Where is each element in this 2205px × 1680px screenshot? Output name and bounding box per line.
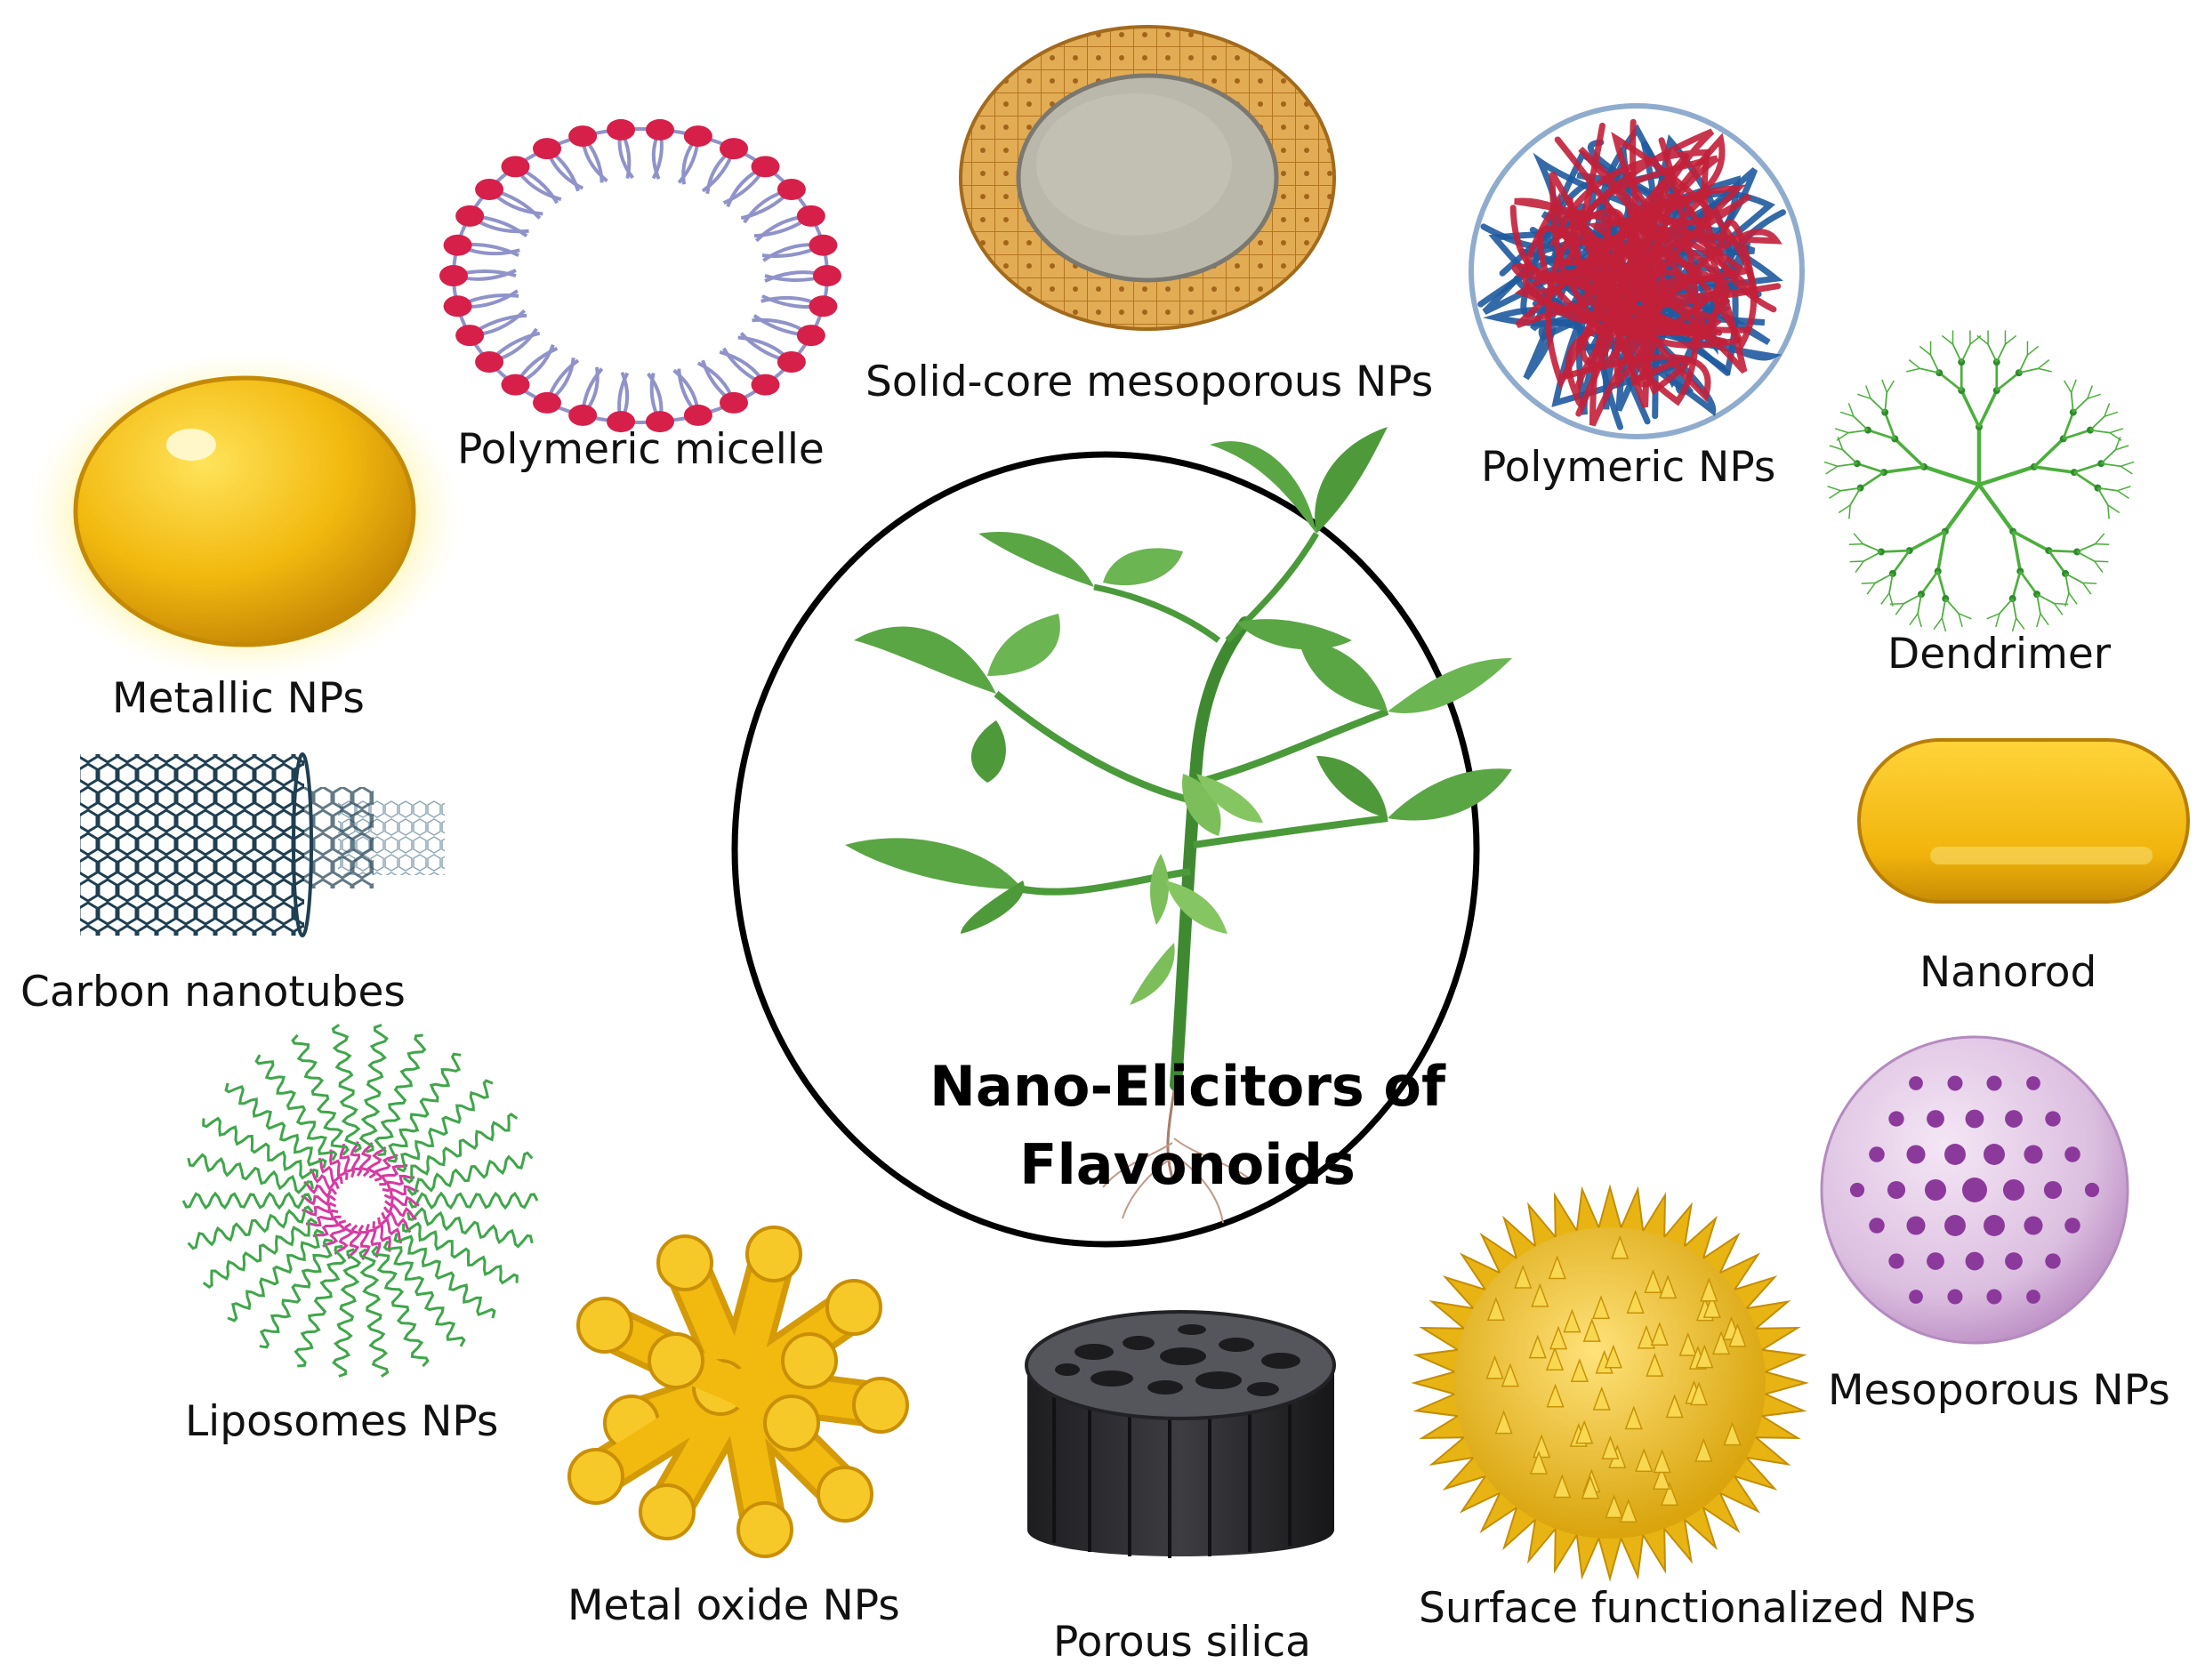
mesoporous-np-icon <box>1820 1035 2129 1345</box>
dendrimer-icon <box>1823 330 2135 632</box>
metallic-np-icon <box>27 351 463 680</box>
label-surface-functionalized-nps: Surface functionalized NPs <box>1419 1584 1976 1633</box>
polymeric-np-icon <box>1468 102 1806 440</box>
metal-oxide-np-icon <box>567 1226 909 1558</box>
label-liposomes-nps: Liposomes NPs <box>185 1397 499 1446</box>
porous-silica-icon <box>1025 1310 1336 1558</box>
label-solid-core-mesoporous-nps: Solid-core mesoporous NPs <box>865 358 1434 406</box>
label-metal-oxide-nps: Metal oxide NPs <box>567 1581 900 1630</box>
label-nanorod: Nanorod <box>1919 948 2097 997</box>
label-porous-silica: Porous silica <box>1053 1618 1311 1667</box>
center-title-line1: Nano-Elicitors of <box>929 1054 1445 1119</box>
carbon-nanotube-icon <box>80 752 445 937</box>
label-carbon-nanotubes: Carbon nanotubes <box>20 968 406 1017</box>
label-polymeric-nps: Polymeric NPs <box>1481 443 1776 492</box>
surface-functionalized-np-icon <box>1411 1184 1809 1582</box>
nanorod-icon <box>1857 738 2190 904</box>
label-mesoporous-nps: Mesoporous NPs <box>1828 1366 2170 1415</box>
center-title: Nano-Elicitors of Flavonoids <box>876 1048 1499 1204</box>
plant-icon <box>845 427 1512 1224</box>
polymeric-micelle-icon <box>439 118 841 433</box>
label-dendrimer: Dendrimer <box>1887 630 2112 679</box>
label-metallic-nps: Metallic NPs <box>112 674 365 723</box>
center-title-line2: Flavonoids <box>1019 1132 1356 1198</box>
liposome-icon <box>181 1024 539 1378</box>
solid-core-np-icon <box>959 25 1336 331</box>
label-polymeric-micelle: Polymeric micelle <box>457 425 825 474</box>
